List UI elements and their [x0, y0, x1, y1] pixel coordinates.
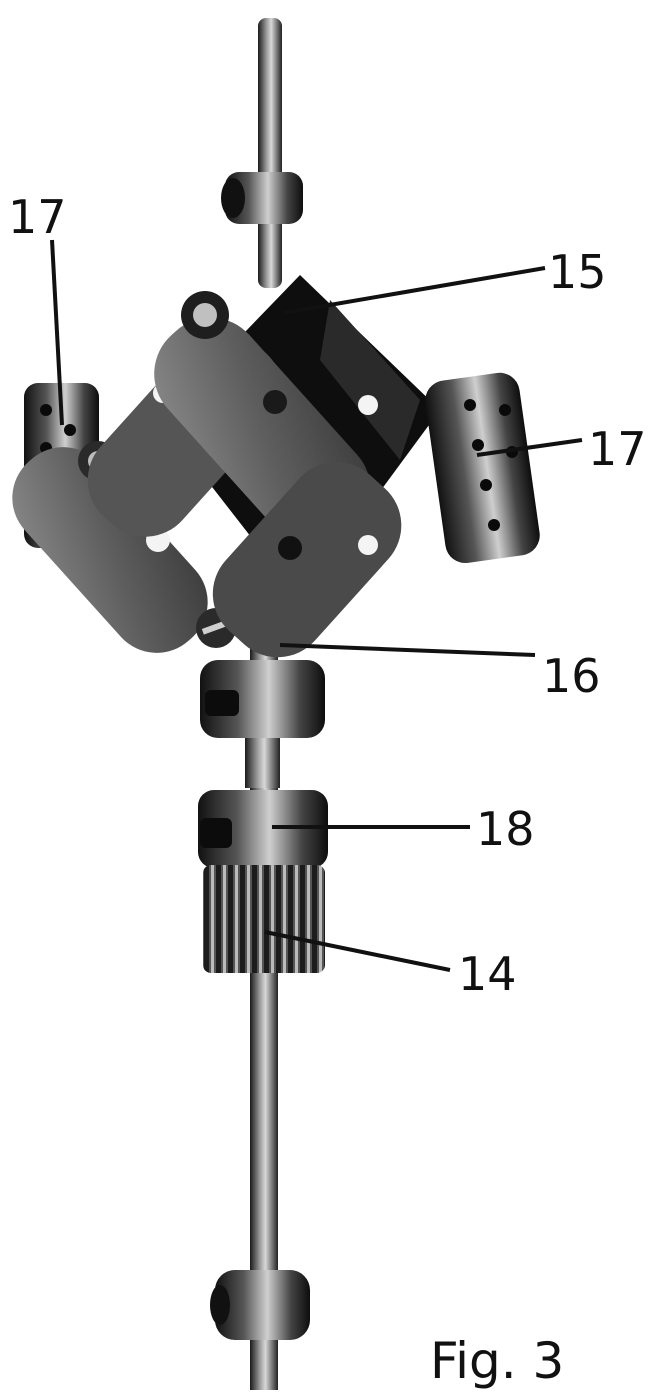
- label-part-17-right: 17: [588, 422, 647, 476]
- bottom-collar: [210, 1270, 310, 1340]
- label-part-17-left: 17: [8, 190, 67, 244]
- leader-16: [279, 643, 536, 657]
- upper-rod: [258, 18, 282, 288]
- pinion-14: [203, 865, 325, 973]
- collar-18: [198, 790, 328, 868]
- middle-collar: [200, 660, 325, 738]
- leader-17-left: [50, 239, 64, 426]
- strip-right-lower: [212, 395, 402, 658]
- figure-caption: Fig. 3: [430, 1332, 564, 1390]
- leader-17-right: [476, 438, 583, 457]
- leader-14: [264, 930, 451, 972]
- coupling-right: [425, 372, 540, 564]
- top-collar: [221, 172, 303, 224]
- neck: [245, 738, 280, 788]
- label-part-15: 15: [548, 245, 607, 299]
- label-part-14: 14: [458, 947, 517, 1001]
- label-part-16: 16: [542, 649, 601, 703]
- label-part-18: 18: [476, 802, 535, 856]
- leader-15: [282, 266, 546, 315]
